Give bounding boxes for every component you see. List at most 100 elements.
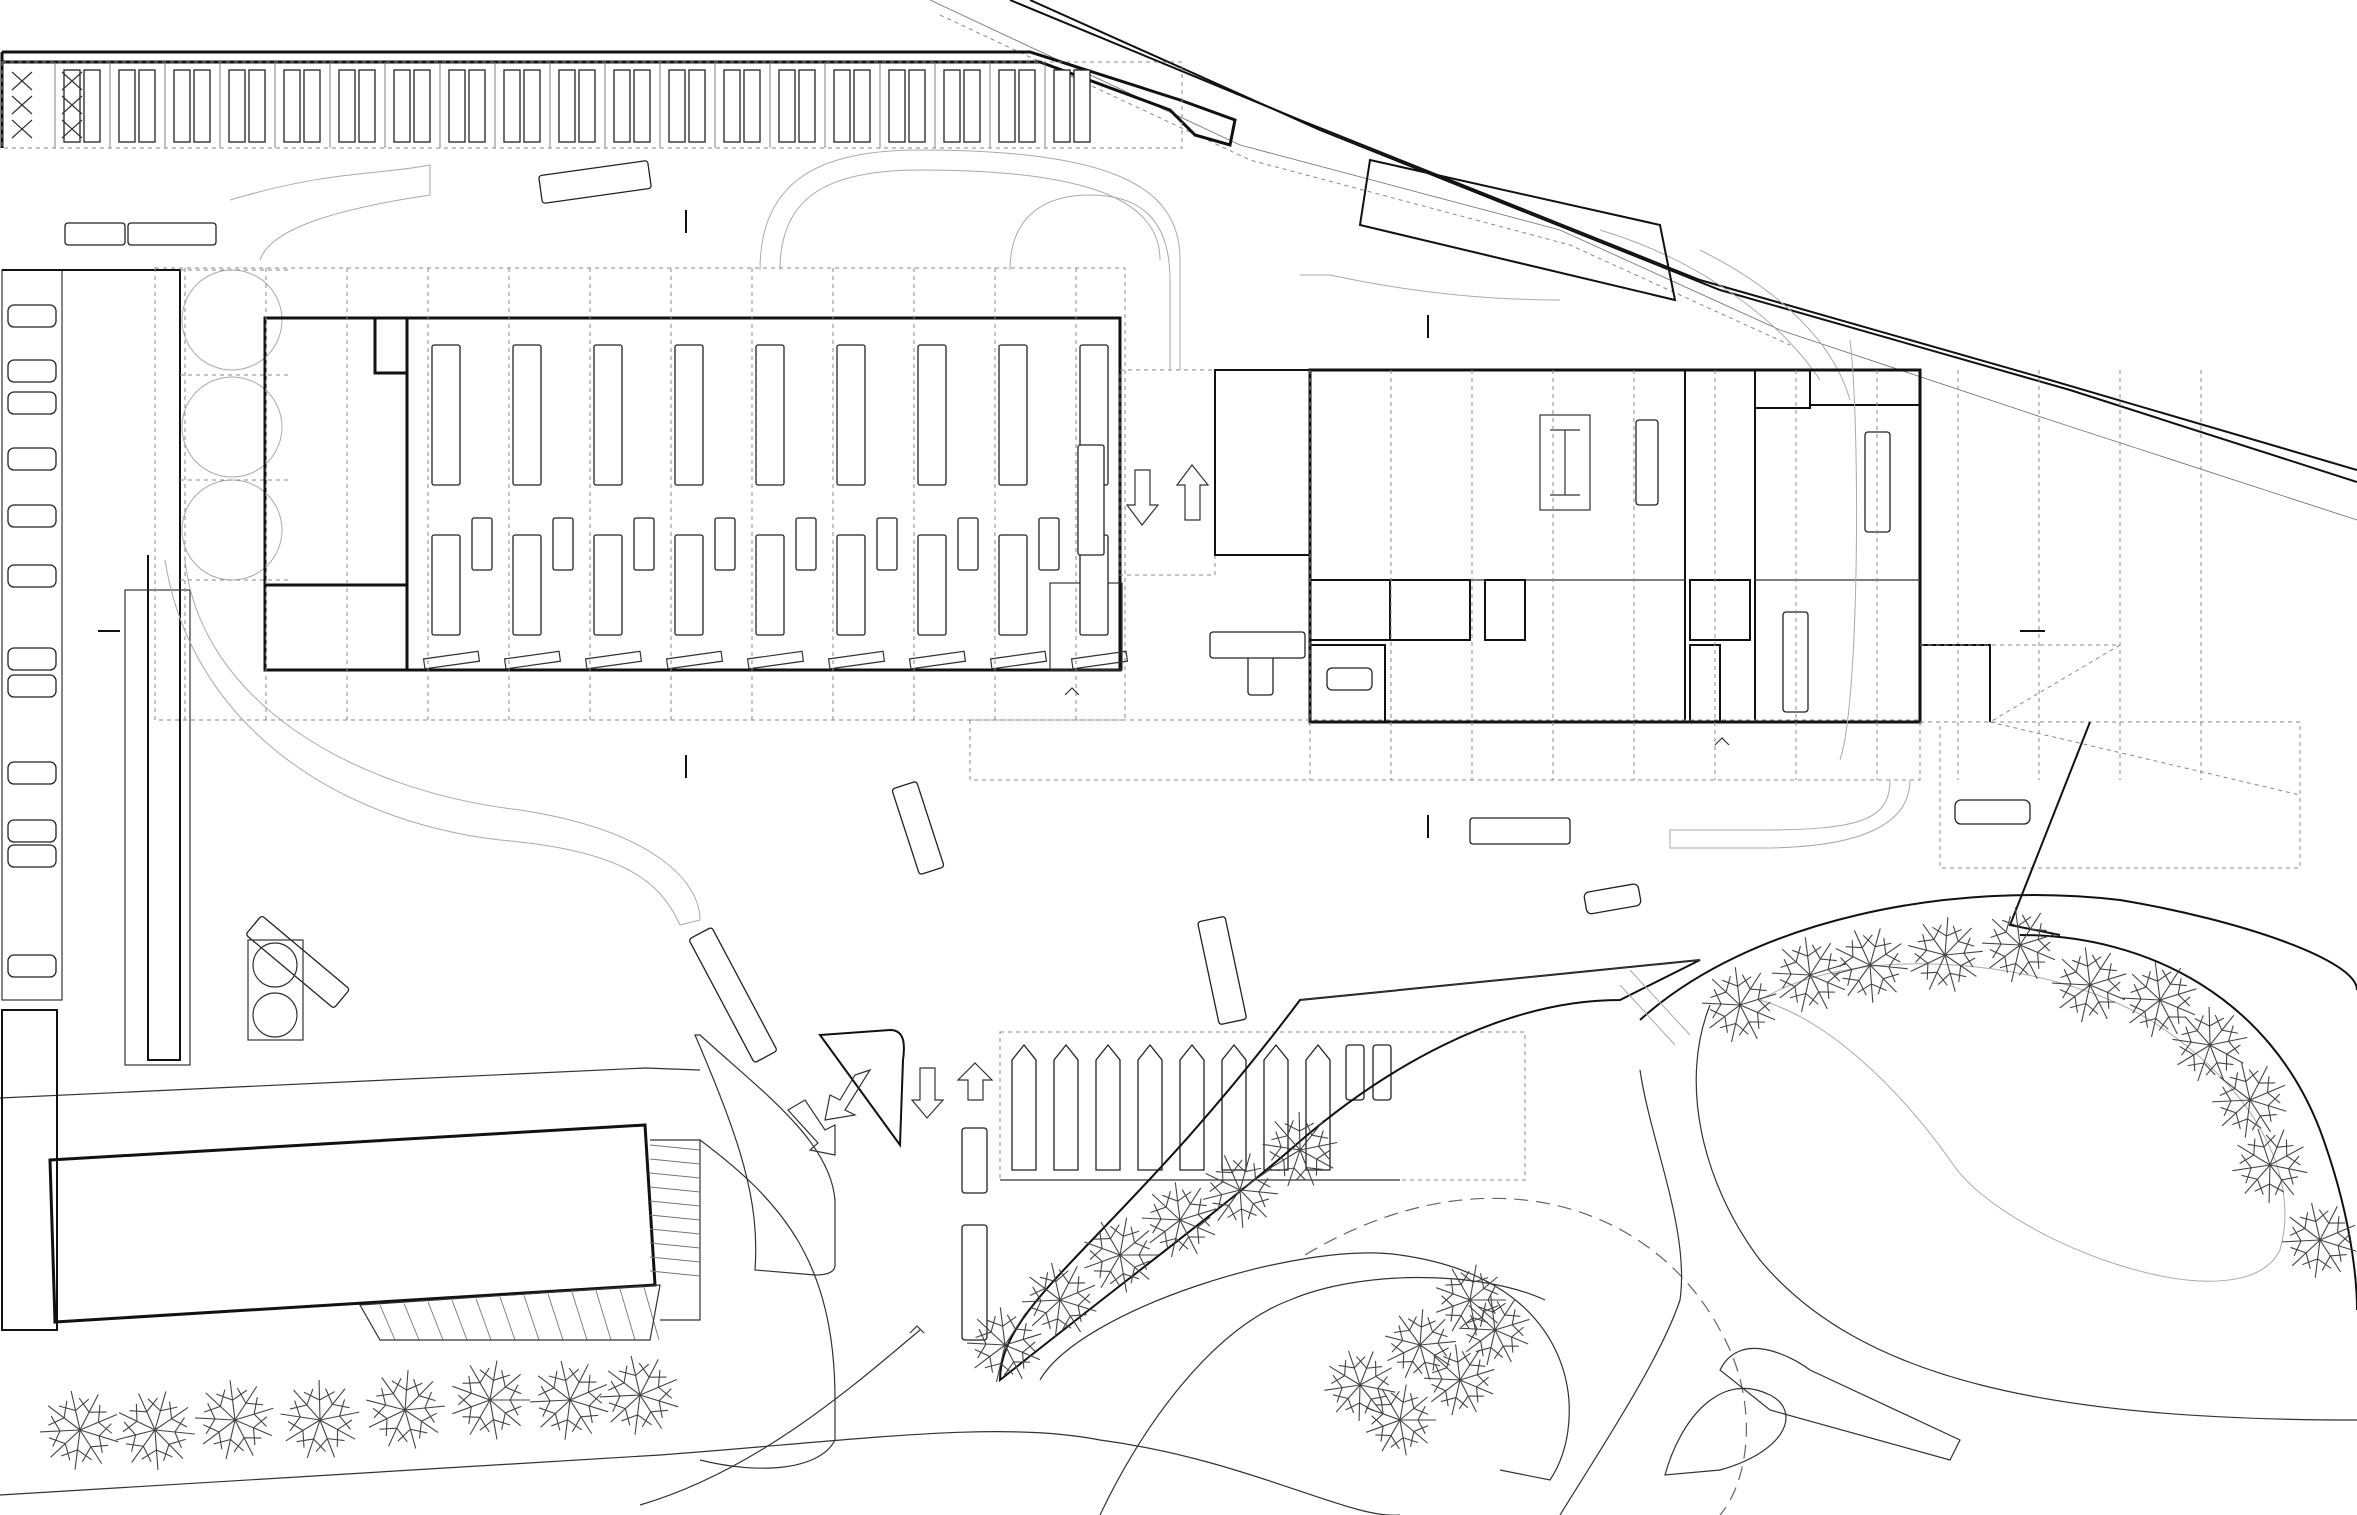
branch [501,1370,506,1388]
tree [1908,917,1983,992]
branch [1170,1219,1181,1258]
branch [554,1413,561,1431]
branch [1215,1171,1233,1174]
branch [1839,956,1854,967]
branch [1175,1238,1189,1250]
branch [1958,940,1975,947]
branch [421,1412,438,1422]
tree [2212,1062,2287,1138]
branch [1459,1379,1477,1413]
canopy-vehicle [688,69,706,143]
branch [1993,928,2002,945]
branch [2276,1144,2294,1148]
branch [1330,1375,1345,1385]
branch [168,1438,186,1445]
branch [2072,959,2088,967]
branch [1231,1159,1243,1174]
branch [999,1307,1006,1346]
branch [1277,1167,1295,1172]
parked-truck [1053,1043,1079,1171]
branch [1054,1299,1061,1338]
branch [1061,1315,1071,1331]
branch [1241,1208,1257,1217]
canopy-vehicle [1073,69,1091,143]
branch [1885,953,1901,963]
branch [457,1394,472,1408]
branch [253,1416,268,1429]
tree [967,1307,1042,1383]
branch [2087,956,2102,967]
branch [366,1399,406,1411]
branch [995,1344,1006,1383]
branch [1293,1167,1306,1181]
branch [2293,1240,2302,1257]
branch [2221,1029,2239,1034]
branch [1421,1320,1436,1328]
branch [1177,1191,1192,1202]
branch [1371,1395,1387,1400]
branch [658,1386,673,1399]
branch [2229,1076,2246,1083]
branch [1134,1242,1151,1250]
stripe [649,1242,701,1249]
branch [1472,1276,1489,1283]
branch [2267,1093,2281,1107]
branch [1946,929,1962,937]
branch [588,1393,602,1407]
branch [376,1393,394,1397]
branch [2177,978,2182,995]
bay-ramp [1070,650,1129,670]
branch [315,1438,328,1453]
branch [1380,1398,1384,1414]
branch [1152,1218,1162,1234]
tree [1459,1294,1530,1366]
branch [64,1443,71,1461]
branch [1862,934,1876,948]
branch [129,1410,147,1413]
branch [1477,1306,1493,1313]
branch [569,1399,609,1413]
canopy-vehicle [888,69,906,143]
branch [538,1407,556,1415]
branch [327,1438,345,1442]
branch [2244,1099,2251,1138]
branch [2074,996,2079,1013]
branch [2088,1001,2100,1016]
branch [1311,1134,1329,1139]
branch [1123,1230,1140,1237]
branch [2193,1054,2196,1072]
tree [600,1355,679,1435]
branch [1413,1407,1429,1415]
branch [2062,983,2072,999]
stripe [403,1303,420,1341]
branch [553,1370,558,1389]
branch [1393,1329,1410,1334]
parked-car [7,647,57,671]
branch [2305,1252,2311,1269]
branch [2263,1134,2276,1148]
east-forecourt [1469,644,2301,936]
branch [2133,983,2142,1000]
tree [280,1379,360,1459]
branch [2145,971,2151,988]
bay-ramp [503,650,562,670]
branch [1433,1378,1443,1393]
tree [530,1360,609,1440]
branch [325,1388,333,1405]
stripe [523,1295,540,1341]
branch [1445,1390,1449,1407]
branch [160,1406,178,1412]
branch [219,1389,226,1407]
branch [2222,1086,2232,1102]
branch [2286,1155,2301,1166]
branch [147,1398,161,1412]
south-roads [0,894,2357,1515]
branch [230,1439,245,1452]
branch [2241,1154,2252,1169]
branch [1737,976,1752,987]
parked-car [7,844,57,868]
branch [2266,1076,2270,1093]
parked-truck [1137,1043,1163,1171]
branch [1159,1237,1176,1244]
branch [156,1449,173,1458]
